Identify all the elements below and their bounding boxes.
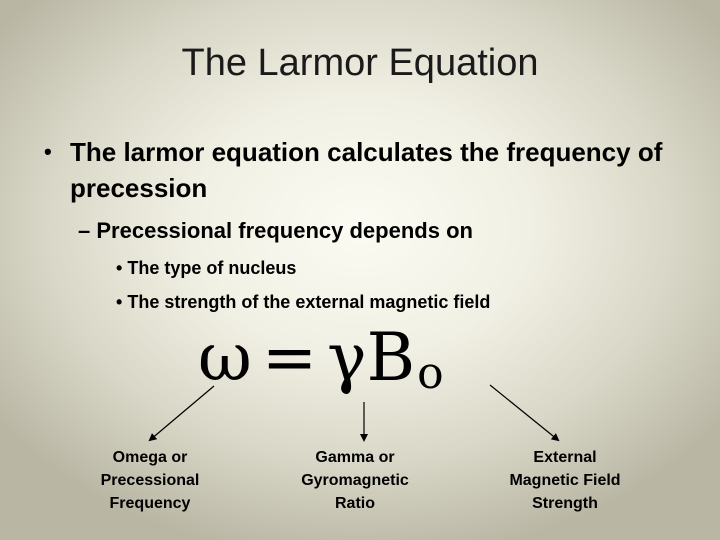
label-field-strength: External Magnetic Field Strength	[509, 449, 621, 512]
b-symbol: B	[366, 319, 416, 396]
label-gamma: Gamma or Gyromagnetic Ratio	[301, 449, 409, 512]
bullet-level2-text: Precessional frequency depends on	[96, 218, 473, 243]
bullet-level1-text: The larmor equation calculates the frequ…	[70, 137, 663, 203]
bullet-level1: • The larmor equation calculates the fre…	[44, 134, 694, 206]
bullet-marker: •	[116, 258, 123, 278]
dash-marker: –	[78, 218, 91, 243]
bullet-level3-nucleus: • The type of nucleus	[116, 256, 296, 280]
bullet-level2: – Precessional frequency depends on	[78, 216, 473, 246]
omega-symbol: ω	[198, 319, 252, 396]
arrow-to-omega-label	[148, 385, 215, 442]
gamma-symbol: γ	[327, 319, 367, 396]
bullet-level3-field: • The strength of the external magnetic …	[116, 290, 490, 314]
bullet-marker: •	[44, 139, 52, 164]
larmor-equation: ω=γBo	[198, 318, 444, 414]
arrow-to-field-label	[489, 384, 560, 442]
bullet-level3-text: The type of nucleus	[127, 258, 297, 278]
equals-sign: =	[261, 319, 318, 396]
label-omega: Omega or Precessional Frequency	[100, 449, 200, 512]
subscript-o: o	[417, 348, 444, 399]
bullet-marker: •	[116, 292, 123, 312]
bullet-level3-text: The strength of the external magnetic fi…	[127, 292, 491, 312]
slide-title: The Larmor Equation	[181, 42, 539, 84]
